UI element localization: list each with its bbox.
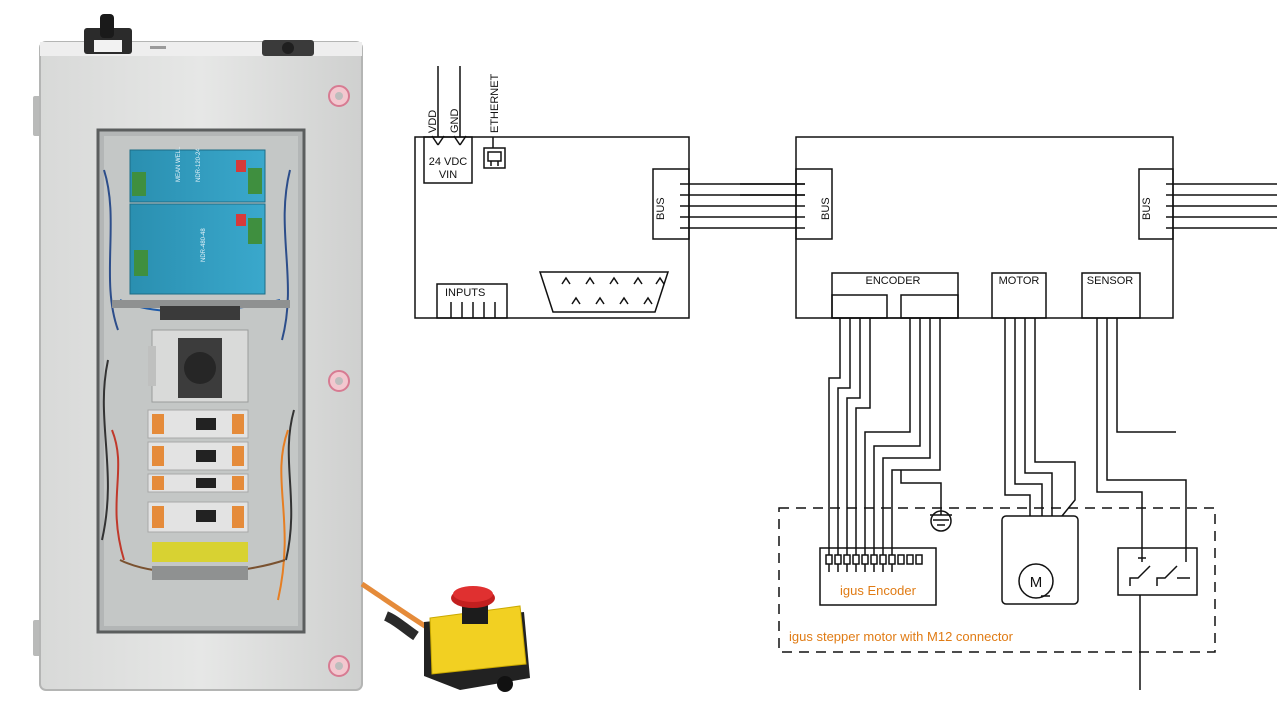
stepper-drive-module: [147, 501, 249, 533]
motor-assembly-frame: [778, 507, 1216, 653]
inputs-block: [436, 283, 508, 319]
motor-unit: [1001, 515, 1079, 605]
svg-text:NDR-120-24: NDR-120-24: [196, 148, 202, 182]
power-supply-top: NDR-120-24 MEAN WELL: [129, 146, 266, 203]
motor-assembly-label: igus stepper motor with M12 connector: [789, 629, 1014, 644]
dsub-connector: [538, 271, 670, 313]
terminal-blocks: [152, 542, 248, 580]
wiring-schematic: VDD GND ETHERNET 24 VDC VIN BUS INPUTS B…: [414, 66, 1277, 690]
motor-symbol-label: M: [1030, 574, 1043, 591]
stepper-drive-module: [147, 409, 249, 439]
controller-bus-label: BUS: [655, 197, 667, 220]
power-supply-bottom: NDR-480-48: [129, 203, 266, 295]
motor-block: [991, 272, 1047, 319]
svg-text:NDR-480-48: NDR-480-48: [201, 228, 207, 262]
drive-box: [795, 136, 1174, 319]
gnd-label: GND: [449, 109, 461, 134]
power-block-label-1: 24 VDC: [429, 156, 468, 168]
power-block-label-2: VIN: [439, 169, 457, 181]
encoder-connector: [819, 547, 937, 606]
sensor-block: [1081, 272, 1141, 319]
drive-bus-right-block: [1138, 168, 1174, 240]
power-input-block: [423, 136, 473, 184]
igus-encoder-label: igus Encoder: [840, 583, 917, 598]
ethernet-port: [483, 147, 506, 169]
stepper-drive-module: [147, 473, 249, 493]
drive-bus-left-label: BUS: [820, 197, 832, 220]
encoder-label: ENCODER: [865, 275, 920, 287]
control-cabinet-photo: NDR-120-24 MEAN WELL NDR-480-48: [33, 14, 530, 692]
controller-module: [148, 329, 249, 403]
door-screw: [328, 655, 350, 677]
door-screw: [328, 85, 350, 107]
drive-bus-left-block: [795, 168, 833, 240]
door-screw: [328, 370, 350, 392]
drive-bus-right-label: BUS: [1141, 197, 1153, 220]
controller-bus-block: [652, 168, 690, 240]
motor-symbol: [1018, 563, 1054, 599]
estop-cable: [360, 581, 430, 631]
svg-text:MEAN WELL: MEAN WELL: [176, 146, 182, 182]
sensor-unit: [1117, 547, 1198, 596]
vdd-label: VDD: [427, 110, 439, 133]
din-rail: [112, 300, 290, 308]
emergency-stop: [424, 586, 530, 692]
inputs-label: INPUTS: [445, 287, 485, 299]
motor-label: MOTOR: [999, 275, 1040, 287]
sensor-label: SENSOR: [1087, 275, 1134, 287]
stepper-drive-module: [147, 441, 249, 471]
ethernet-label: ETHERNET: [489, 73, 501, 133]
